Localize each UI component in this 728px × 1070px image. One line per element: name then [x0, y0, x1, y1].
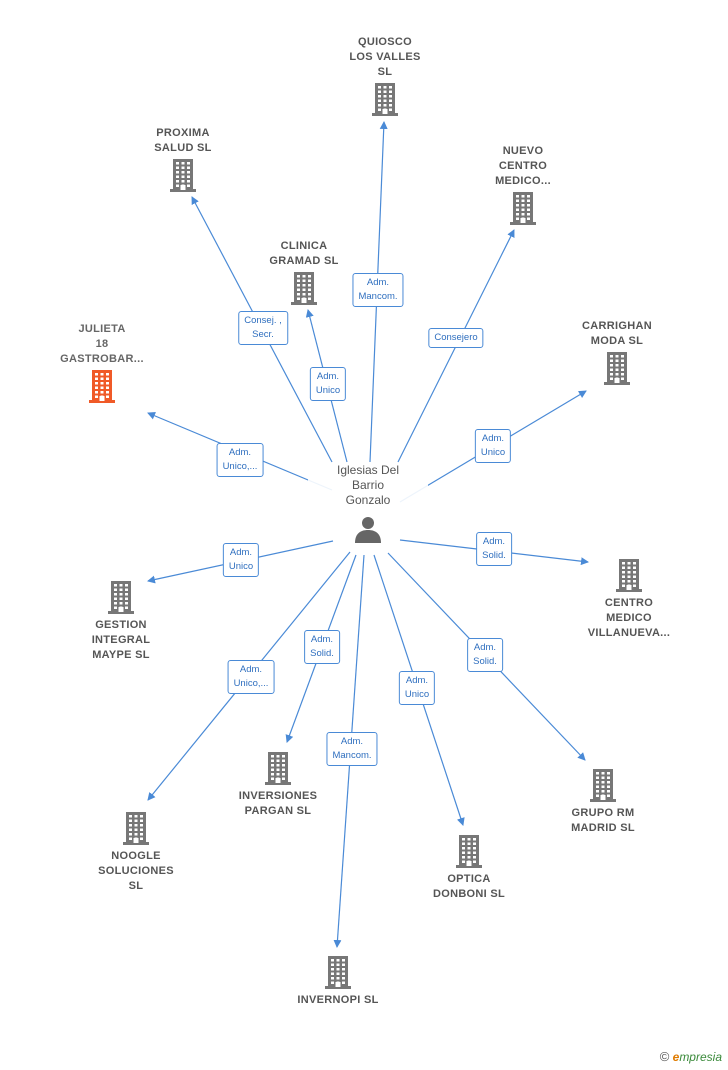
building-icon	[510, 192, 536, 225]
building-icon	[372, 83, 398, 116]
company-name-optica[interactable]: OPTICA DONBONI SL	[432, 873, 506, 900]
edge-label-nuevo[interactable]: Consejero	[428, 328, 484, 348]
building-icon	[89, 370, 115, 403]
edge-label-noogle[interactable]: Adm. Unico,...	[227, 660, 275, 694]
company-node-quiosco[interactable]: QUIOSCO LOS VALLES SL	[315, 35, 455, 116]
edge-label-centro[interactable]: Adm. Solid.	[476, 532, 512, 566]
building-icon	[108, 581, 134, 614]
company-name-julieta[interactable]: JULIETA 18 GASTROBAR...	[60, 323, 144, 365]
company-node-gestion[interactable]: GESTION INTEGRAL MAYPE SL	[51, 580, 191, 663]
brand-logo-text: mpresia	[679, 1050, 722, 1064]
edge-label-julieta[interactable]: Adm. Unico,...	[216, 443, 264, 477]
building-icon	[325, 956, 351, 989]
edge-label-invernopi[interactable]: Adm. Mancom.	[326, 732, 378, 766]
edge-label-inversiones[interactable]: Adm. Solid.	[304, 630, 340, 664]
company-name-carrighan[interactable]: CARRIGHAN MODA SL	[582, 320, 652, 347]
building-icon	[291, 272, 317, 305]
company-node-nuevo[interactable]: NUEVO CENTRO MEDICO...	[453, 144, 593, 225]
center-person-node[interactable]: Iglesias Del Barrio Gonzalo	[308, 463, 428, 544]
building-icon	[604, 352, 630, 385]
building-icon	[123, 812, 149, 845]
company-node-grupo[interactable]: GRUPO RM MADRID SL	[533, 768, 673, 836]
company-name-clinica[interactable]: CLINICA GRAMAD SL	[269, 240, 339, 267]
building-icon	[265, 752, 291, 785]
company-node-julieta[interactable]: JULIETA 18 GASTROBAR...	[32, 322, 172, 403]
company-name-grupo[interactable]: GRUPO RM MADRID SL	[571, 807, 635, 834]
edge-label-carrighan[interactable]: Adm. Unico	[474, 429, 512, 463]
company-name-nuevo[interactable]: NUEVO CENTRO MEDICO...	[495, 145, 551, 187]
building-icon	[616, 559, 642, 592]
edge-label-clinica[interactable]: Adm. Unico	[309, 367, 347, 401]
edge-label-quiosco[interactable]: Adm. Mancom.	[352, 273, 404, 307]
building-icon	[456, 835, 482, 868]
company-name-centro[interactable]: CENTRO MEDICO VILLANUEVA...	[587, 597, 671, 639]
edge-label-grupo[interactable]: Adm. Solid.	[467, 638, 503, 672]
brand-logo-e: e	[672, 1050, 680, 1064]
company-name-quiosco[interactable]: QUIOSCO LOS VALLES SL	[349, 36, 421, 78]
company-name-inversiones[interactable]: INVERSIONES PARGAN SL	[238, 790, 318, 817]
company-node-proxima[interactable]: PROXIMA SALUD SL	[113, 126, 253, 192]
company-name-invernopi[interactable]: INVERNOPI SL	[297, 994, 379, 1006]
copyright-symbol: ©	[659, 1049, 670, 1064]
building-icon	[590, 769, 616, 802]
company-node-centro[interactable]: CENTRO MEDICO VILLANUEVA...	[559, 558, 699, 641]
building-icon	[170, 159, 196, 192]
edge-label-proxima[interactable]: Consej. , Secr.	[238, 311, 288, 345]
center-person-name: Iglesias Del Barrio Gonzalo	[308, 463, 428, 508]
company-node-inversiones[interactable]: INVERSIONES PARGAN SL	[208, 751, 348, 819]
company-name-gestion[interactable]: GESTION INTEGRAL MAYPE SL	[91, 619, 151, 661]
edge-label-gestion[interactable]: Adm. Unico	[222, 543, 260, 577]
company-node-noogle[interactable]: NOOGLE SOLUCIONES SL	[66, 811, 206, 894]
company-name-noogle[interactable]: NOOGLE SOLUCIONES SL	[98, 850, 174, 892]
company-node-clinica[interactable]: CLINICA GRAMAD SL	[234, 239, 374, 305]
company-node-invernopi[interactable]: INVERNOPI SL	[268, 955, 408, 1008]
footer-brand: © empresia	[660, 1049, 722, 1064]
company-node-carrighan[interactable]: CARRIGHAN MODA SL	[547, 319, 687, 385]
company-node-optica[interactable]: OPTICA DONBONI SL	[399, 834, 539, 902]
person-icon	[355, 517, 381, 543]
company-name-proxima[interactable]: PROXIMA SALUD SL	[154, 127, 212, 154]
edge-label-optica[interactable]: Adm. Unico	[398, 671, 436, 705]
